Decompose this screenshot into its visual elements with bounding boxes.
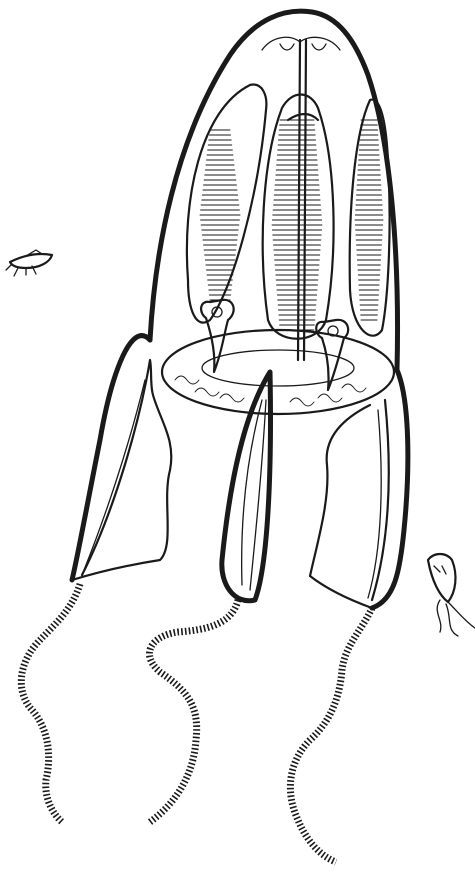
center-tentacle (150, 600, 238, 822)
small-jellyfish-right (428, 554, 475, 636)
left-pedalium (72, 336, 150, 580)
velarium-ring (162, 330, 394, 414)
right-pedalium (372, 370, 408, 608)
left-gonad (187, 85, 266, 323)
bell-outline (150, 11, 398, 370)
tentacles (21, 584, 372, 862)
right-tentacle (290, 608, 372, 862)
left-tentacle (21, 584, 80, 822)
left-pedalium-inner (72, 360, 171, 580)
gonad-striations (200, 120, 383, 330)
small-jellyfish-left (6, 250, 52, 276)
right-pedalium-inner (310, 400, 389, 608)
